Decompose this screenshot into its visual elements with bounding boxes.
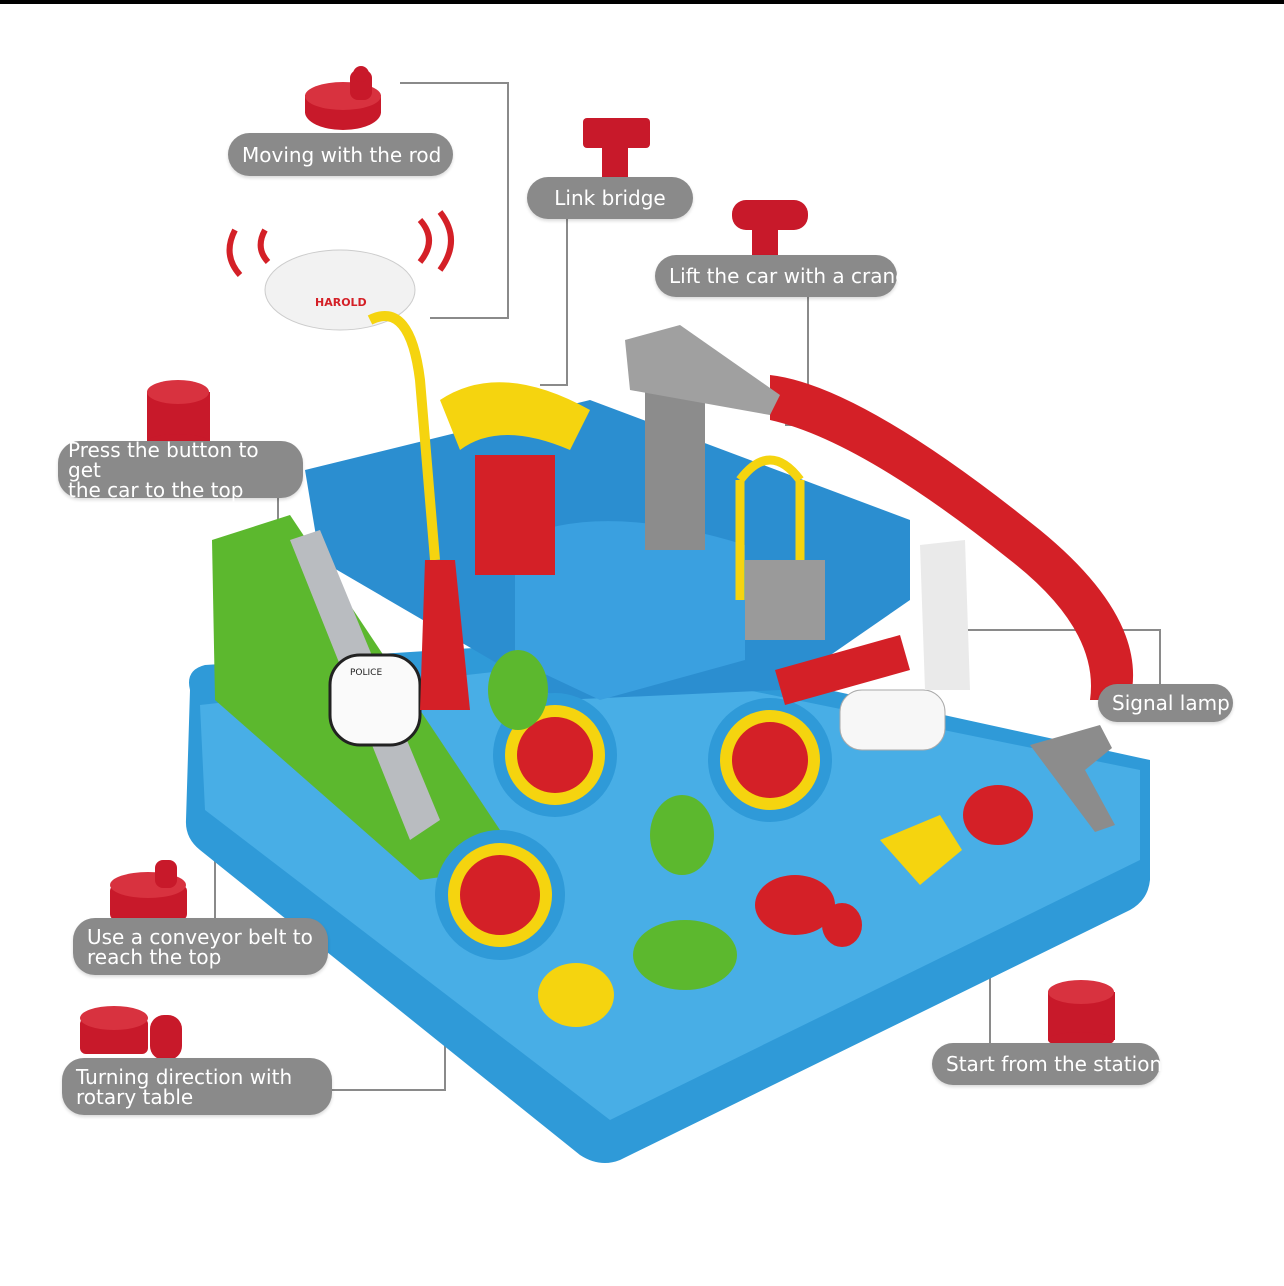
yellow-rod (367, 311, 440, 561)
label-moving-with-rod: Moving with the rod (228, 133, 453, 176)
bridge-red-pillar (475, 455, 555, 575)
helicopter (264, 249, 416, 331)
station-icon (1048, 980, 1115, 1048)
crane-base (745, 560, 825, 640)
tree (650, 795, 714, 875)
link-bridge (440, 382, 590, 450)
label-press-button: Press the button to get the car to the t… (58, 437, 303, 502)
red-button (755, 875, 835, 935)
yellow-button (538, 963, 614, 1027)
label-line: the car to the top (68, 477, 244, 502)
yellow-lever (880, 815, 962, 885)
police-car-text: POLICE (350, 668, 382, 678)
line-signal-lamp (945, 629, 1161, 684)
bridge-icon (583, 118, 650, 180)
toy-curved-wall (515, 521, 745, 700)
rotary-tables (435, 693, 832, 960)
station-button (963, 785, 1033, 845)
label-signal-lamp: Signal lamp (1098, 684, 1233, 722)
tree (488, 650, 548, 730)
rotary-icon (80, 1006, 182, 1060)
rod-icon (305, 66, 381, 130)
label-crane: Lift the car with a crane (655, 255, 907, 297)
label-rotary: Turning direction with rotary table (62, 1058, 332, 1115)
label-line: reach the top (87, 944, 222, 969)
red-ramp (770, 375, 1134, 700)
label-line: rotary table (76, 1084, 194, 1109)
signal-lamp (920, 540, 970, 690)
rotor-motion-marks (226, 210, 454, 278)
crane-icon (732, 200, 808, 264)
label-line: Use a conveyor belt to (87, 924, 313, 949)
police-car (328, 653, 422, 747)
line-link-bridge (540, 218, 568, 386)
station-roof (775, 635, 910, 705)
red-knob (822, 903, 862, 947)
red-rod-base (420, 560, 470, 710)
line-moving-rod (400, 82, 509, 319)
label-icons (80, 66, 1115, 1060)
helicopter-text: HAROLD (315, 296, 367, 309)
top-border (0, 0, 1284, 4)
conveyor-icon (110, 860, 187, 920)
label-line: Turning direction with (76, 1064, 293, 1089)
gray-lever (1030, 725, 1115, 832)
crane-arm (625, 325, 780, 415)
label-conveyor: Use a conveyor belt to reach the top (73, 918, 328, 975)
ambulance (839, 689, 946, 751)
green-button (633, 920, 737, 990)
label-station: Start from the station (932, 1043, 1162, 1085)
label-line: Press the button to get (68, 437, 259, 482)
label-link-bridge: Link bridge (527, 177, 693, 219)
